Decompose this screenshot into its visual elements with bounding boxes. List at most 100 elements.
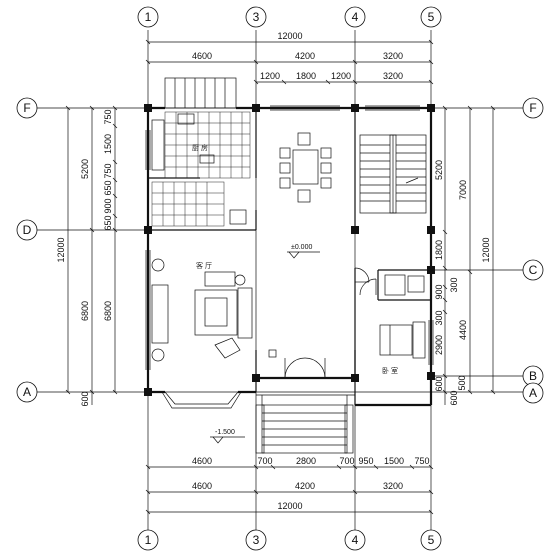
bottom-dimension-lines	[145, 464, 434, 515]
dim-top-total: 12000	[277, 31, 302, 41]
dim-bottom-row2-a: 4600	[192, 481, 212, 491]
left-dimension-lines	[65, 105, 118, 405]
bedroom-furniture	[359, 274, 426, 359]
axis-bubble-right-C: C	[522, 259, 544, 281]
windows	[145, 105, 434, 370]
axis-bubble-top-1: 1	[137, 6, 159, 28]
dim-top-row2-a: 4600	[192, 51, 212, 61]
dim-top-row3-b: 1800	[296, 71, 316, 81]
dim-top-row2-c: 3200	[383, 51, 403, 61]
dim-right-inner-i: 500	[457, 375, 467, 390]
svg-text:5: 5	[428, 533, 435, 547]
entrance-steps	[255, 394, 355, 454]
axis-bubble-bottom-3: 3	[245, 529, 267, 551]
dim-right-inner-d: 300	[449, 277, 459, 292]
svg-text:5: 5	[428, 10, 435, 24]
dim-left-inner-d: 650	[103, 180, 113, 195]
axis-grid-lines	[30, 30, 540, 530]
entry-stair-top	[164, 77, 237, 109]
svg-text:C: C	[529, 263, 538, 277]
dim-bottom-row1-d: 700	[339, 456, 354, 466]
bay-window	[161, 391, 242, 409]
interior-walls	[148, 108, 431, 405]
dim-bottom-row1-f: 1500	[384, 456, 404, 466]
dim-right-total: 12000	[481, 237, 491, 262]
svg-text:A: A	[529, 386, 537, 400]
room-label-living: 客 厅	[196, 261, 212, 270]
dim-top-row2-b: 4200	[295, 51, 315, 61]
axis-bubble-bottom-1: 1	[137, 529, 159, 551]
axis-bubble-left-F: F	[16, 97, 38, 119]
dim-right-inner-g: 600	[434, 376, 444, 391]
dim-top-row3-d: 3200	[383, 71, 403, 81]
dim-bottom-row1-c: 2800	[296, 456, 316, 466]
svg-text:3: 3	[253, 10, 260, 24]
dim-left-inner-b: 1500	[103, 134, 113, 154]
dim-right-inner-b: 1800	[434, 240, 444, 260]
dim-left-outer-a: 5200	[80, 159, 90, 179]
axis-bubble-bottom-4: 4	[344, 529, 366, 551]
dim-right-inner-e: 300	[434, 310, 444, 325]
level-mark-exterior: -1.500	[210, 429, 245, 444]
top-dimension-lines	[145, 39, 434, 85]
dim-left-outer-c: 600	[80, 391, 90, 406]
dim-right-inner-a: 5200	[434, 160, 444, 180]
exterior-walls	[146, 106, 433, 407]
dim-left-inner-g: 6800	[103, 301, 113, 321]
svg-text:4: 4	[352, 10, 359, 24]
right-dimension-lines	[442, 105, 496, 405]
main-staircase	[359, 134, 427, 214]
kitchen-counter	[151, 113, 247, 225]
dim-right-inner-c: 900	[434, 284, 444, 299]
dim-right-inner-f: 2900	[434, 335, 444, 355]
dim-right-middle-b: 4400	[458, 320, 468, 340]
axis-bubble-top-3: 3	[245, 6, 267, 28]
dim-left-inner-a: 750	[103, 109, 113, 124]
dim-bottom-row1-e: 950	[358, 456, 373, 466]
svg-text:1: 1	[145, 10, 152, 24]
dim-top-row3-a: 1200	[260, 71, 280, 81]
dim-bottom-row1-g: 750	[414, 456, 429, 466]
dim-left-inner-f: 650	[103, 215, 113, 230]
entrance-double-door	[268, 349, 326, 379]
dim-left-outer-b: 6800	[80, 301, 90, 321]
room-label-bedroom: 卧 室	[382, 366, 398, 375]
dim-bottom-row2-b: 4200	[295, 481, 315, 491]
svg-text:3: 3	[253, 533, 260, 547]
dim-left-inner-e: 900	[103, 198, 113, 213]
svg-text:D: D	[23, 223, 32, 237]
structural-columns	[144, 104, 435, 396]
axis-bubble-left-A: A	[16, 381, 38, 403]
level-mark-interior: ±0.000	[287, 244, 320, 259]
dining-table	[279, 132, 332, 203]
living-room-furniture	[151, 258, 253, 362]
svg-text:1: 1	[145, 533, 152, 547]
hall-door	[354, 267, 370, 283]
svg-text:F: F	[529, 101, 536, 115]
svg-text:F: F	[23, 101, 30, 115]
dim-left-inner-c: 750	[103, 163, 113, 178]
dim-right-inner-h: 600	[449, 390, 459, 405]
axis-bubble-top-5: 5	[420, 6, 442, 28]
axis-bubble-left-D: D	[16, 219, 38, 241]
dim-bottom-row1-b: 700	[257, 456, 272, 466]
dim-top-row3-c: 1200	[331, 71, 351, 81]
axis-bubble-top-4: 4	[344, 6, 366, 28]
dim-bottom-row1-a: 4600	[192, 456, 212, 466]
kitchen-floor-tiles	[164, 111, 251, 179]
dim-right-middle-a: 7000	[458, 180, 468, 200]
room-label-kitchen: 厨 房	[192, 143, 208, 152]
dim-bottom-row2-c: 3200	[383, 481, 403, 491]
axis-bubble-bottom-5: 5	[420, 529, 442, 551]
dim-left-total: 12000	[56, 237, 66, 262]
svg-text:±0.000: ±0.000	[291, 244, 312, 251]
axis-bubble-right-F: F	[522, 97, 544, 119]
svg-text:B: B	[529, 369, 537, 383]
svg-text:A: A	[23, 385, 31, 399]
bathroom-floor-tiles	[151, 181, 225, 227]
dim-bottom-total: 12000	[277, 501, 302, 511]
svg-text:4: 4	[352, 533, 359, 547]
axis-bubble-right-A: A	[522, 382, 544, 404]
